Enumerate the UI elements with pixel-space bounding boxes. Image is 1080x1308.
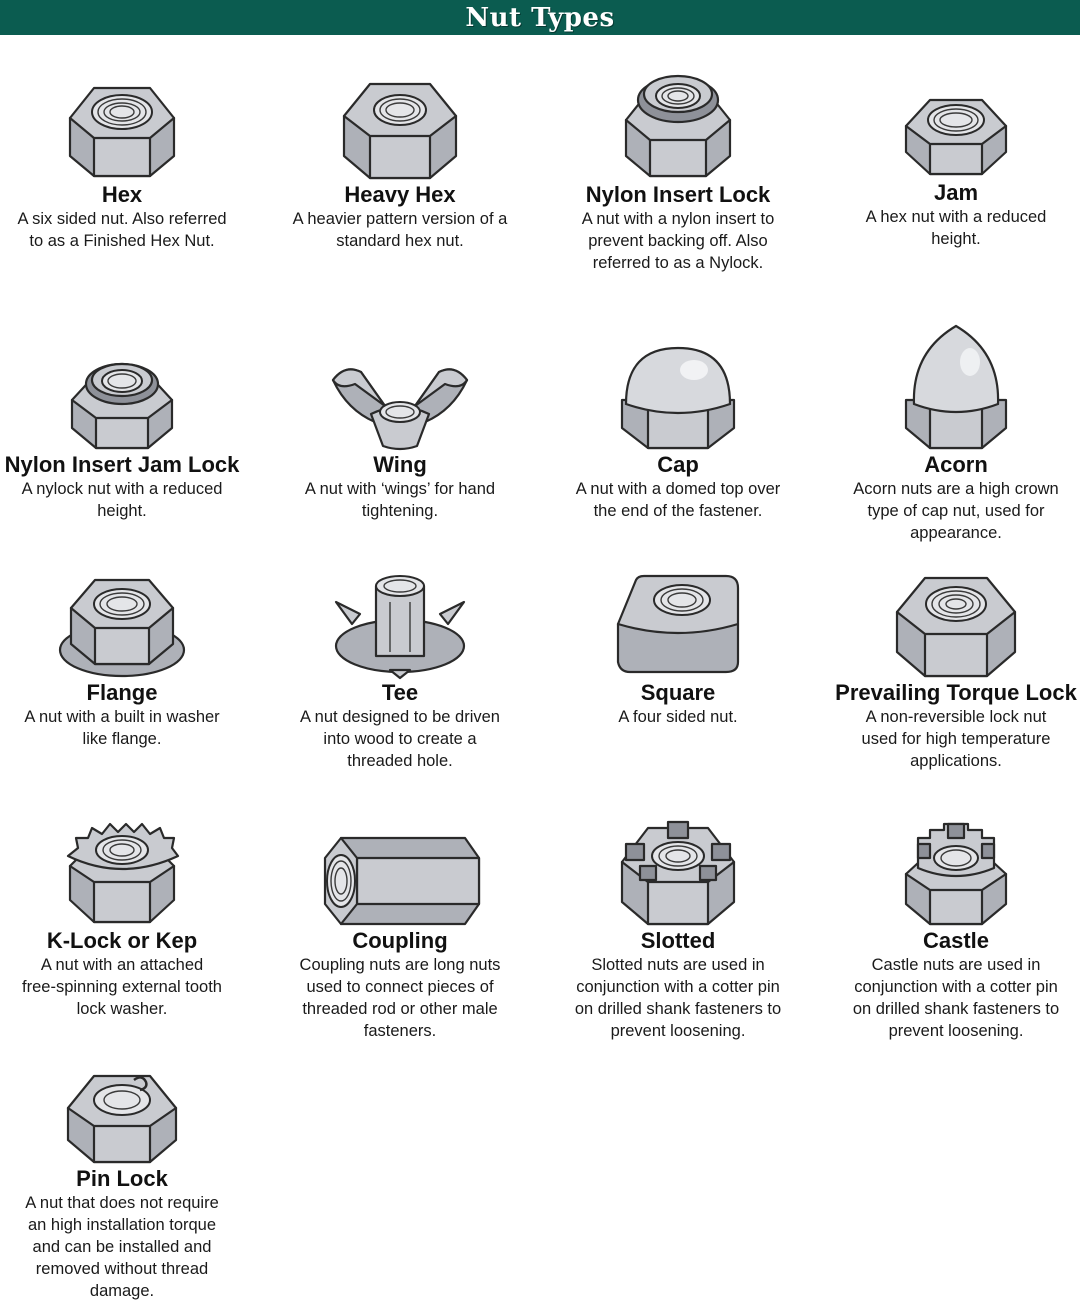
nut-item-heavy-hex: Heavy Hex A heavier pattern version of a… bbox=[275, 78, 525, 252]
nut-name: Heavy Hex bbox=[344, 182, 456, 207]
nut-name: Coupling bbox=[352, 928, 448, 953]
nut-item-castle: Castle Castle nuts are used in conjuncti… bbox=[831, 818, 1080, 1042]
flange-nut-icon bbox=[58, 578, 186, 678]
nut-name: Slotted bbox=[640, 928, 716, 953]
k-lock-nut-icon bbox=[66, 822, 180, 924]
nut-description: Acorn nuts are a high crown type of cap … bbox=[853, 480, 1059, 542]
jam-nut-icon bbox=[904, 98, 1008, 176]
nut-item-nylon-insert-lock: Nylon Insert Lock A nut with a nylon ins… bbox=[553, 72, 803, 274]
nut-description: A nut with ‘wings’ for hand tightening. bbox=[304, 480, 496, 520]
nut-name: Nylon Insert Lock bbox=[585, 182, 771, 207]
nut-description: A six sided nut. Also referred to as a F… bbox=[17, 210, 227, 250]
nylon-insert-lock-nut-icon bbox=[624, 74, 732, 178]
nut-description: A four sided nut. bbox=[618, 708, 738, 726]
nut-description: A heavier pattern version of a standard … bbox=[292, 210, 508, 250]
tee-nut-icon bbox=[334, 575, 466, 680]
nut-description: A non-reversible lock nut used for high … bbox=[861, 708, 1051, 770]
nut-description: A nylock nut with a reduced height. bbox=[21, 480, 223, 520]
nut-description: A nut with an attached free-spinning ext… bbox=[22, 956, 222, 1018]
nut-item-k-lock: K-Lock or Kep A nut with an attached fre… bbox=[0, 820, 247, 1020]
nut-description: A hex nut with a reduced height. bbox=[865, 208, 1047, 248]
nut-item-pin-lock: Pin Lock A nut that does not require an … bbox=[0, 1070, 247, 1302]
page-title: Nut Types bbox=[465, 3, 615, 33]
heavy-hex-nut-icon bbox=[342, 82, 458, 180]
square-nut-icon bbox=[616, 574, 740, 674]
nut-description: A nut with a built in washer like flange… bbox=[24, 708, 220, 748]
nut-item-cap: Cap A nut with a domed top over the end … bbox=[553, 340, 803, 522]
prevailing-torque-lock-nut-icon bbox=[895, 576, 1017, 678]
nut-description: A nut designed to be driven into wood to… bbox=[300, 708, 500, 770]
nut-description: Slotted nuts are used in conjunction wit… bbox=[574, 956, 782, 1040]
coupling-nut-icon bbox=[323, 836, 481, 926]
nut-name: Hex bbox=[101, 182, 143, 207]
nut-item-slotted: Slotted Slotted nuts are used in conjunc… bbox=[553, 818, 803, 1042]
nut-name: Jam bbox=[933, 180, 979, 205]
nut-item-acorn: Acorn Acorn nuts are a high crown type o… bbox=[831, 322, 1080, 544]
nut-item-flange: Flange A nut with a built in washer like… bbox=[0, 572, 247, 750]
nut-description: A nut with a domed top over the end of t… bbox=[575, 480, 781, 520]
nut-item-square: Square A four sided nut. bbox=[553, 572, 803, 728]
nut-name: Square bbox=[640, 680, 716, 705]
pin-lock-nut-icon bbox=[66, 1074, 178, 1164]
nut-description: A nut with a nylon insert to prevent bac… bbox=[581, 210, 775, 272]
slotted-nut-icon bbox=[620, 820, 736, 926]
nut-name: Castle bbox=[922, 928, 990, 953]
nut-description: Coupling nuts are long nuts used to conn… bbox=[299, 956, 501, 1040]
nut-name: Cap bbox=[657, 452, 699, 477]
nut-name: Pin Lock bbox=[76, 1166, 168, 1191]
nut-item-prevailing-torque-lock: Prevailing Torque Lock A non-reversible … bbox=[831, 572, 1080, 772]
nut-name: Nylon Insert Jam Lock bbox=[4, 452, 240, 477]
nut-item-hex: Hex A six sided nut. Also referred to as… bbox=[0, 78, 247, 252]
nut-description: A nut that does not require an high inst… bbox=[25, 1194, 219, 1300]
hex-nut-icon bbox=[68, 86, 176, 178]
acorn-nut-icon bbox=[904, 324, 1008, 450]
nut-item-coupling: Coupling Coupling nuts are long nuts use… bbox=[275, 834, 525, 1042]
nut-name: Flange bbox=[86, 680, 158, 705]
nut-item-nylon-insert-jam-lock: Nylon Insert Jam Lock A nylock nut with … bbox=[0, 358, 247, 522]
castle-nut-icon bbox=[904, 822, 1008, 926]
nut-item-jam: Jam A hex nut with a reduced height. bbox=[831, 94, 1080, 250]
nut-name: Acorn bbox=[924, 452, 988, 477]
nut-item-tee: Tee A nut designed to be driven into woo… bbox=[275, 572, 525, 772]
nut-name: Prevailing Torque Lock bbox=[835, 680, 1077, 705]
nut-name: K-Lock or Kep bbox=[46, 928, 198, 953]
wing-nut-icon bbox=[331, 368, 469, 451]
nut-name: Tee bbox=[381, 680, 419, 705]
nut-description: Castle nuts are used in conjunction with… bbox=[852, 956, 1060, 1040]
nylon-insert-jam-lock-nut-icon bbox=[70, 362, 174, 450]
page-header: Nut Types bbox=[0, 0, 1080, 35]
nut-name: Wing bbox=[373, 452, 427, 477]
cap-nut-icon bbox=[620, 346, 736, 450]
nut-item-wing: Wing A nut with ‘wings’ for hand tighten… bbox=[275, 360, 525, 522]
